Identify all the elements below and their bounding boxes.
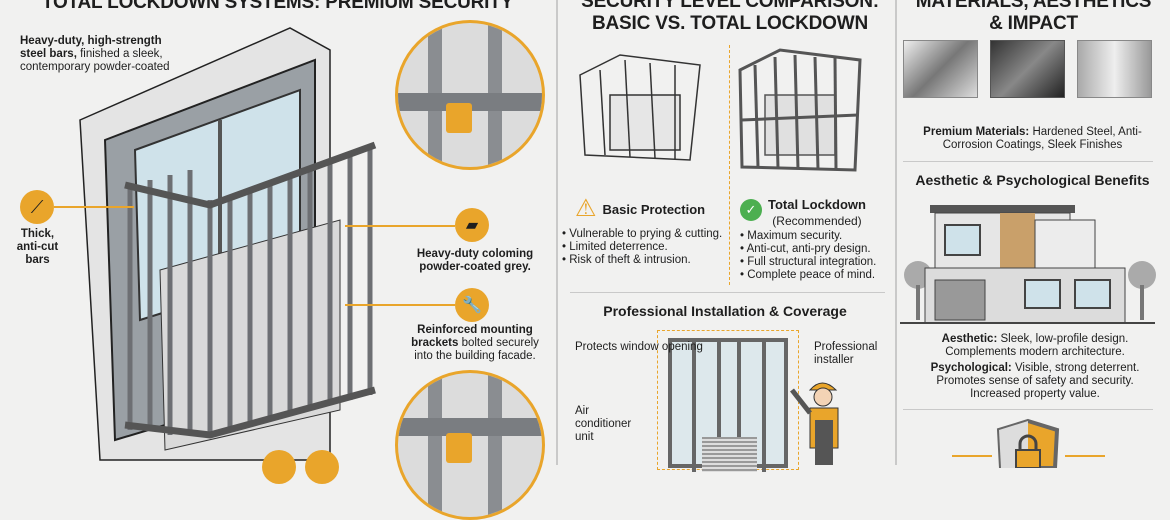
- basic-protection-heading: ⚠ Basic Protection: [575, 195, 706, 222]
- house-illustration: [900, 205, 1156, 324]
- wrench-icon: 🔧: [455, 288, 489, 322]
- bar-icon: ▰: [455, 208, 489, 242]
- installer-illustration: [790, 382, 839, 465]
- bolt-icon: [262, 450, 296, 484]
- comparison-divider: [729, 45, 730, 285]
- total-list: Maximum security.Anti-cut, anti-pry desi…: [740, 230, 877, 282]
- callout-line: [345, 304, 455, 306]
- padlock-icon: [446, 103, 472, 133]
- window-grille: [668, 338, 788, 472]
- total-lockdown-heading: ✓ Total Lockdown(Recommended): [740, 196, 866, 228]
- divider: [556, 0, 558, 465]
- right-title: MATERIALS, AESTHETICS& IMPACT: [915, 0, 1152, 34]
- window-grille-illustration: [79, 27, 377, 461]
- detail-lock-top: [395, 20, 545, 170]
- shield-lock-icon: [996, 418, 1060, 468]
- decor-line: [952, 455, 992, 457]
- material-pipes-image: [903, 40, 978, 98]
- psychological-text: Psychological: Visible, strong deterrent…: [930, 362, 1140, 400]
- label-installer: Professional installer: [814, 341, 878, 366]
- material-brushed-steel-image: [1077, 40, 1152, 98]
- callout-anticut: Thick, anti-cut bars: [16, 228, 59, 266]
- callout-coloming: Heavy-duty coloming powder-coated grey.: [416, 248, 534, 273]
- material-steel-bar-image: [990, 40, 1065, 98]
- callout-steel-bars: Heavy-duty, high-strength steel bars, fi…: [20, 35, 170, 73]
- callout-line: [345, 225, 455, 227]
- label-window: Protects window opening: [575, 341, 703, 353]
- label-ac: Air conditioner unit: [575, 405, 632, 443]
- divider: [895, 0, 897, 465]
- middle-title: SECURITY LEVEL COMPARISON:BASIC VS. TOTA…: [581, 0, 879, 34]
- detail-lock-bottom: [395, 370, 545, 520]
- callout-line: [54, 206, 134, 208]
- anti-cut-icon: ⟋: [20, 190, 54, 224]
- cage-comparison-illustration: [579, 48, 862, 172]
- divider: [570, 292, 885, 293]
- callout-brackets: Reinforced mounting brackets bolted secu…: [411, 324, 539, 362]
- decor-line: [1065, 455, 1105, 457]
- divider: [903, 409, 1153, 410]
- check-icon: ✓: [740, 199, 762, 221]
- aesthetic-text: Aesthetic: Sleek, low-profile design. Co…: [941, 333, 1129, 358]
- materials-text: Premium Materials: Hardened Steel, Anti-…: [923, 126, 1142, 151]
- left-title: TOTAL LOCKDOWN SYSTEMS: PREMIUM SECURITY: [41, 0, 514, 13]
- divider: [903, 161, 1153, 162]
- bracket-icon: [305, 450, 339, 484]
- padlock-icon: [446, 433, 472, 463]
- warning-icon: ⚠: [575, 195, 597, 222]
- install-title: Professional Installation & Coverage: [603, 303, 847, 319]
- basic-list: Vulnerable to prying & cutting.Limited d…: [562, 228, 722, 267]
- ac-unit: [702, 437, 757, 472]
- benefits-title: Aesthetic & Psychological Benefits: [915, 172, 1150, 188]
